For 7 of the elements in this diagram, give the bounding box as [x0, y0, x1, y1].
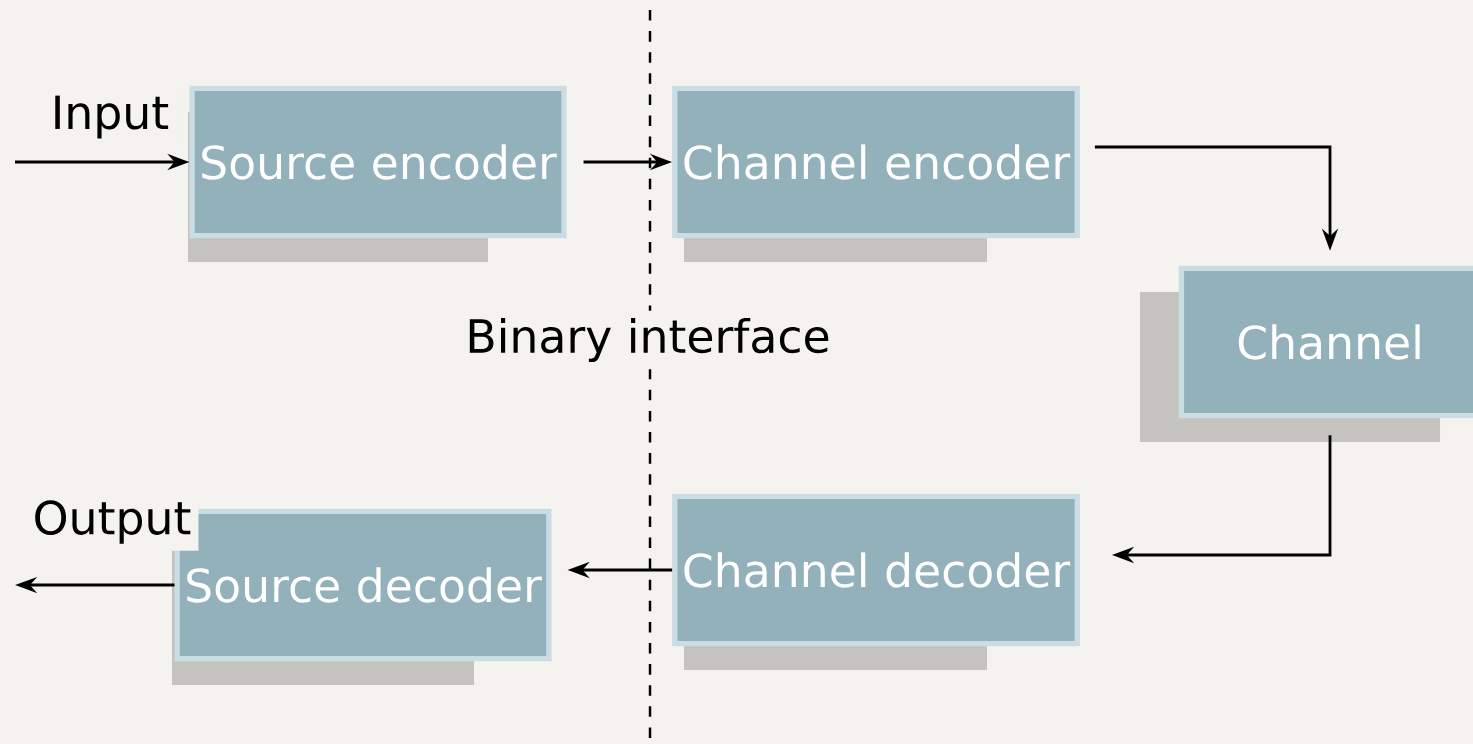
- interface-label: Binary interface: [458, 310, 838, 370]
- process-box: Channel: [1140, 265, 1473, 442]
- edge-label: Output: [25, 493, 199, 551]
- process-box: Channel decoder: [672, 493, 1080, 670]
- process-box: Source encoder: [188, 85, 567, 262]
- edge-label: Input: [43, 88, 177, 146]
- process-box: Channel encoder: [672, 85, 1080, 262]
